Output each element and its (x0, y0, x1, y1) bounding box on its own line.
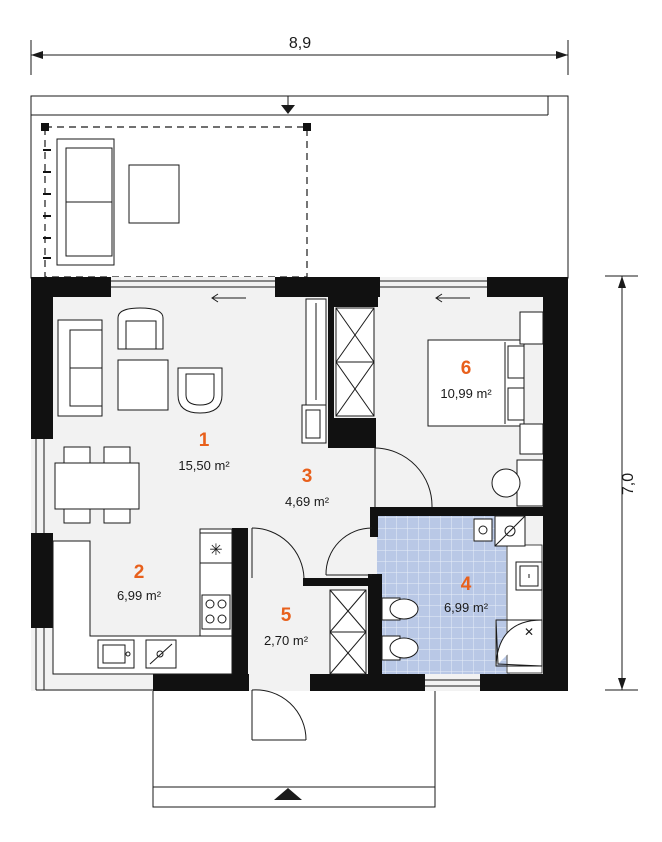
room-1-area: 15,50 m² (178, 458, 230, 473)
extractor-icon (199, 532, 233, 564)
front-porch (152, 689, 436, 808)
svg-text:✕: ✕ (524, 625, 534, 639)
bidet-icon (381, 635, 419, 661)
room-6-area: 10,99 m² (440, 386, 492, 401)
room-1-number: 1 (199, 430, 210, 451)
fan-icon: ✳ (209, 540, 222, 559)
sofa-icon (57, 319, 103, 417)
doors (251, 447, 433, 741)
washbasin-icon (515, 561, 543, 591)
dining-table-icon (54, 446, 140, 524)
coffee-table-icon (117, 359, 169, 411)
room-5-area: 2,70 m² (264, 633, 309, 648)
room-4-number: 4 (461, 574, 472, 595)
room-6-number: 6 (461, 358, 472, 379)
room-4-area: 6,99 m² (444, 600, 489, 615)
room-3-number: 3 (302, 466, 313, 487)
nightstand-icon (519, 311, 544, 345)
hall-closet-icon (329, 589, 367, 675)
closet-icon (335, 307, 375, 417)
walls (31, 277, 568, 691)
windows (35, 280, 487, 691)
kitchen-counter: ✳ (52, 528, 233, 675)
stove-icon (201, 594, 231, 630)
entrance-arrow-icon (281, 105, 295, 114)
wardrobe-icon (301, 298, 327, 444)
room-labels: 1 15,50 m² 2 6,99 m² 3 4,69 m² 4 6,99 m²… (117, 358, 492, 648)
width-label: 8,9 (289, 35, 311, 52)
width-dimension: 8,9 (30, 35, 569, 75)
entrance-arrow-icon (274, 788, 302, 800)
armchair-icon (117, 307, 164, 350)
boiler-icon (473, 518, 493, 542)
washing-machine-icon (494, 515, 526, 547)
depth-dimension: 7,0 (605, 275, 638, 691)
bed-icon (427, 339, 525, 427)
room-2-number: 2 (134, 562, 145, 583)
shower-icon: ✕ (495, 619, 543, 667)
toilet-icon (381, 597, 419, 621)
bedroom-chair-icon (491, 459, 544, 507)
outdoor-sofa-icon (56, 138, 115, 266)
depth-label: 7,0 (620, 473, 637, 495)
room-3-area: 4,69 m² (285, 494, 330, 509)
armchair-icon (177, 367, 223, 414)
terrace (30, 95, 569, 279)
sink-icon (97, 639, 135, 669)
nightstand-icon (519, 423, 544, 455)
dishwasher-icon (145, 639, 177, 669)
room-2-area: 6,99 m² (117, 588, 162, 603)
room-5-number: 5 (281, 605, 292, 626)
sliding-door-arrow-icon (211, 293, 470, 303)
outdoor-table-icon (128, 164, 180, 224)
